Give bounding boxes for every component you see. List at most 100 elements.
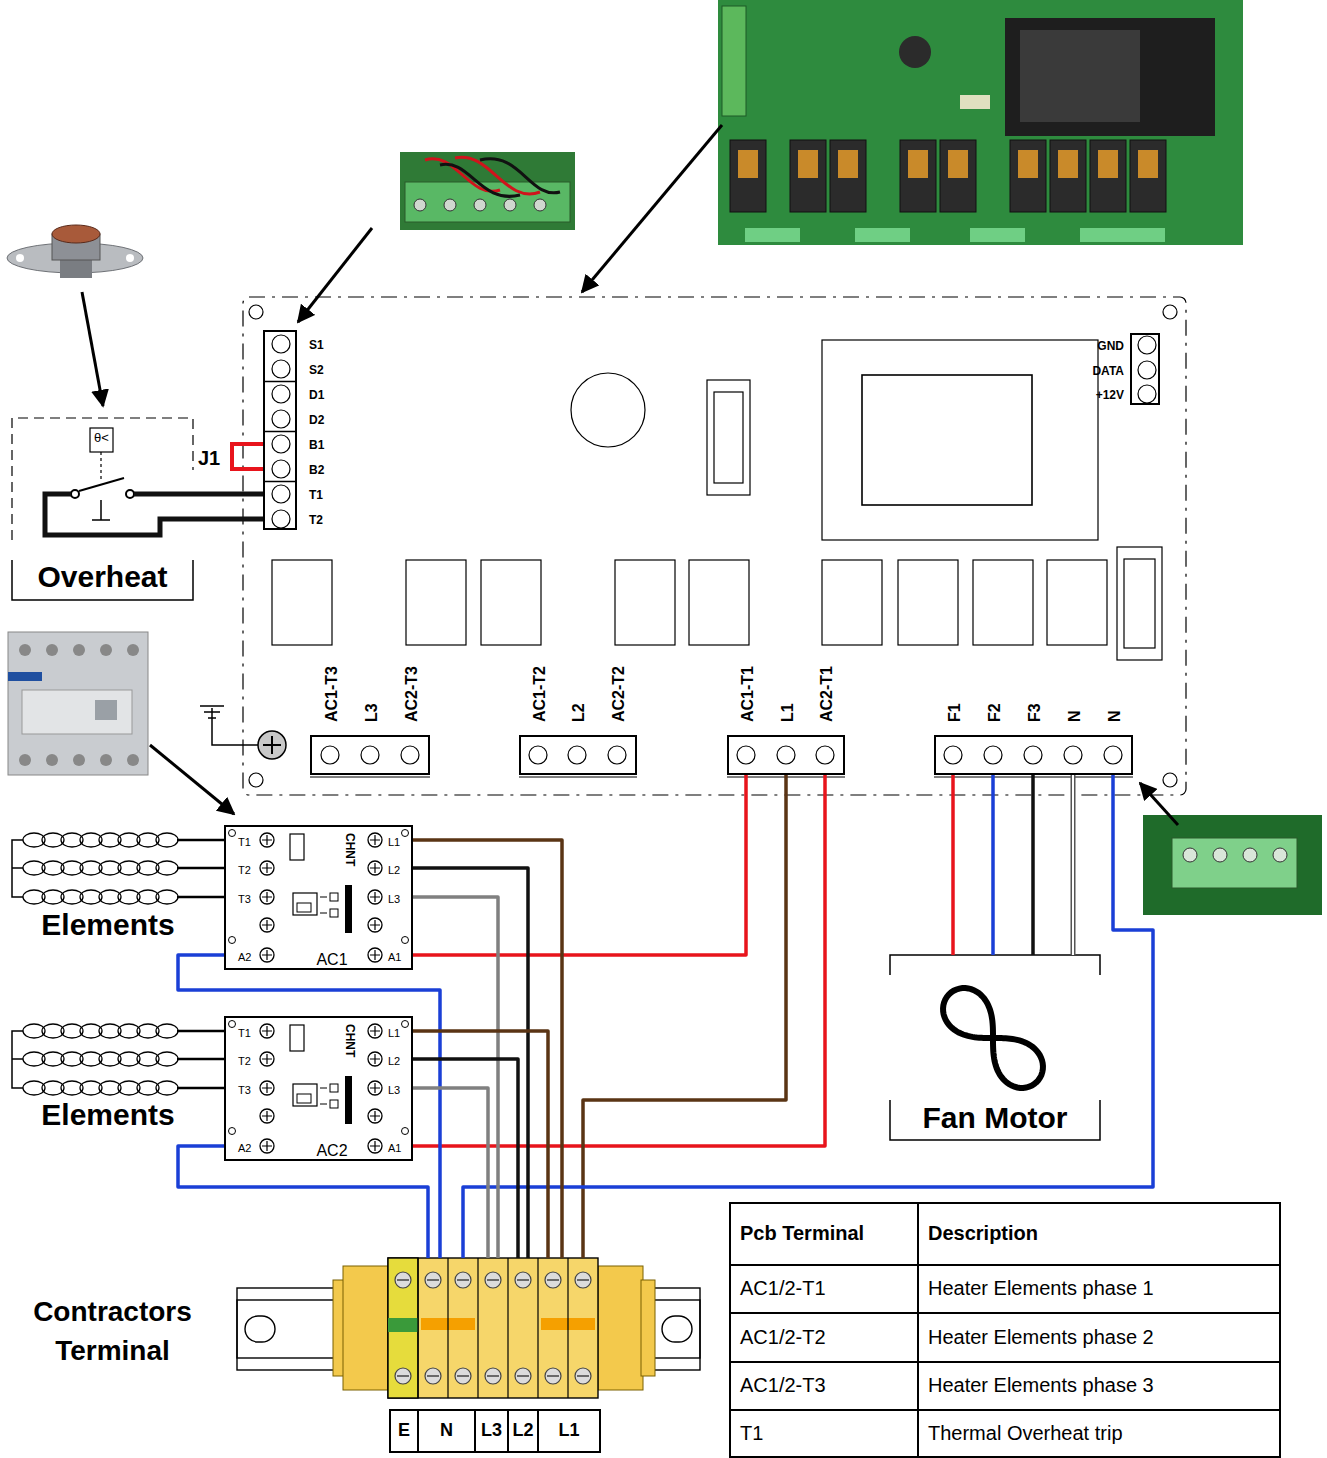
control-board-photo — [970, 228, 1025, 242]
thermostat-symbol — [90, 428, 113, 452]
thermostat-symbol — [92, 500, 110, 520]
node-text: L3 — [388, 1084, 400, 1097]
terminal-block — [575, 1272, 591, 1288]
terminal-block — [343, 1266, 388, 1390]
relay-outline — [272, 560, 332, 645]
terminal-screw — [272, 410, 290, 428]
terminal-screw — [568, 746, 586, 764]
heater-coil — [156, 861, 178, 875]
element-label: Elements — [18, 908, 198, 943]
terminal-screw — [1064, 746, 1082, 764]
fan-terminal-block: F1F2F3NN — [934, 735, 1133, 775]
terminal-screw — [1138, 336, 1156, 354]
fan-symbol — [943, 988, 1043, 1088]
pcb-outline — [249, 305, 263, 319]
thermostat-symbol — [134, 492, 193, 497]
photo-relay — [1018, 150, 1038, 178]
terminal-block — [641, 1280, 655, 1376]
fan-outline — [890, 955, 1100, 1140]
terminal-block — [455, 1368, 471, 1384]
terminal-block — [515, 1272, 531, 1288]
terminal-block — [507, 1258, 508, 1398]
contactor-photo — [100, 644, 112, 656]
photo-relay — [1138, 150, 1158, 178]
terminal-block — [575, 1368, 591, 1384]
fan-connector-photo — [1243, 848, 1257, 862]
terminal-block — [517, 1279, 529, 1281]
terminal-block — [425, 1368, 441, 1384]
heater-coil — [156, 1024, 178, 1038]
photo-relay — [948, 150, 968, 178]
table-cell: Pcb Terminal — [740, 1222, 864, 1245]
contactor-photo — [46, 644, 58, 656]
node-text: Overheat — [12, 560, 193, 595]
terminal-screw — [321, 746, 339, 764]
terminal-block — [427, 1279, 439, 1281]
terminal-block — [598, 1266, 643, 1390]
heater-coil — [156, 1081, 178, 1095]
terminal-block — [397, 1279, 409, 1281]
terminal-block — [388, 1318, 418, 1332]
terminal-block — [485, 1272, 501, 1288]
thermostat-symbol — [12, 418, 193, 600]
ground-symbol — [200, 706, 286, 759]
terminal-screw — [263, 382, 297, 482]
wire — [413, 897, 498, 1258]
heater-coil — [177, 839, 224, 842]
relay-outline — [973, 560, 1033, 645]
node-text: A2 — [238, 951, 251, 964]
node-text: N — [418, 1420, 475, 1441]
wires — [178, 494, 1153, 1258]
wire — [178, 1146, 428, 1258]
relay-outline — [272, 560, 1107, 645]
terminal-screw — [608, 746, 626, 764]
wire — [1072, 775, 1074, 955]
node-text: AC1 — [296, 951, 368, 969]
control-board-photo — [960, 95, 990, 109]
control-board-photo — [718, 0, 1243, 245]
heater-coil — [177, 1087, 224, 1090]
photo-relay — [1058, 150, 1078, 178]
terminal-screw — [1138, 361, 1156, 379]
phase-terminal-block: AC1-T1L1AC2-T1 — [727, 735, 845, 775]
node-text: L2 — [388, 864, 400, 877]
heater-coil — [12, 840, 23, 897]
node-text: θ< — [90, 431, 113, 446]
thermostat-symbol — [45, 494, 193, 535]
table-cell: Description — [928, 1222, 1038, 1245]
node-text: S1 — [309, 339, 324, 353]
wire — [178, 955, 440, 1258]
photo-relay — [900, 140, 936, 212]
table-grid — [730, 1203, 1280, 1457]
fan-connector-photo — [1273, 848, 1287, 862]
node-text: B2 — [309, 464, 324, 478]
contactor-photo — [73, 644, 85, 656]
node-text: S2 — [309, 364, 324, 378]
table-cell: Heater Elements phase 2 — [928, 1326, 1154, 1349]
node-text: L2 — [388, 1055, 400, 1068]
contactor-photo — [8, 672, 42, 681]
wire — [413, 868, 528, 1258]
terminal-block — [577, 1375, 589, 1377]
connector-photo — [504, 199, 516, 211]
node-text: GND — [1064, 340, 1124, 354]
terminal-block — [427, 1375, 439, 1377]
terminal-screw — [272, 510, 290, 528]
din-terminal-group: Contractors TerminalENL3L2L1 — [10, 1258, 665, 1455]
table-cell: AC1/2-T1 — [740, 1277, 826, 1300]
terminal-block — [457, 1375, 469, 1377]
heater-coil — [177, 896, 224, 899]
terminal-block — [547, 1279, 559, 1281]
leader-arrow — [150, 745, 234, 814]
din-rail — [662, 1316, 692, 1342]
terminal-screw — [263, 335, 1156, 777]
node-text: L1 — [538, 1420, 600, 1441]
terminal-screw — [944, 746, 962, 764]
heater-coil — [12, 1031, 23, 1088]
contactor-photo — [8, 632, 148, 775]
ground-symbol — [200, 706, 224, 718]
table-cell: T1 — [740, 1422, 763, 1445]
pcb-outline — [243, 297, 1186, 795]
